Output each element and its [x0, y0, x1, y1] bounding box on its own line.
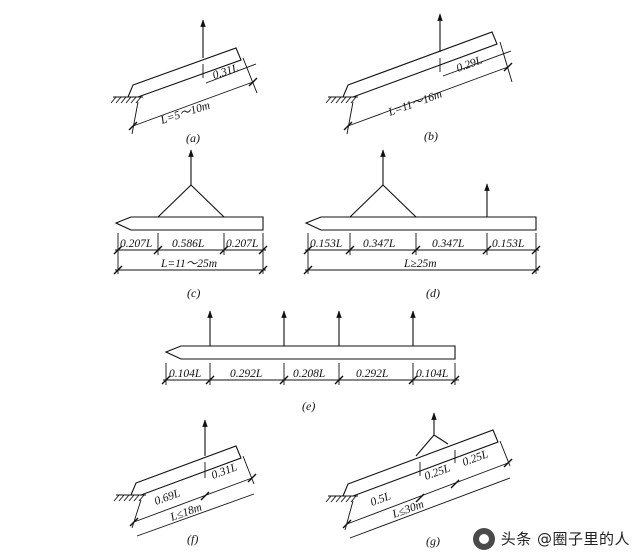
pile-c [114, 216, 264, 231]
watermark-text: 头条 @圈子里的人 [500, 529, 630, 548]
caption-b: (b) [424, 129, 438, 143]
panel-d: 0.153L 0.347L 0.347L 0.153L L≥25m (d) [303, 149, 541, 300]
segment-label-e-5: 0.104L [416, 368, 448, 380]
segment-label-c-2: 0.586L [172, 238, 204, 250]
segment-label-e-4: 0.292L [356, 368, 388, 380]
span-label-b: L=11～16m [386, 88, 444, 119]
segment-label-e-3: 0.208L [293, 368, 325, 380]
panel-a: 0.31L L=5～10m (a) [110, 19, 258, 145]
segment-label-d-4: 0.153L [492, 238, 524, 250]
segment-label-f-1: 0.69L [153, 487, 182, 507]
span-label-g: L≤30m [390, 498, 426, 521]
panel-b: 0.29L L=11～16m (b) [325, 13, 513, 143]
pile-b [342, 31, 498, 98]
watermark: 头条 @圈子里的人 [472, 528, 630, 550]
span-label-d: L≥25m [403, 258, 437, 270]
segment-label-d-3: 0.347L [432, 238, 464, 250]
pile-f [130, 445, 242, 496]
caption-d: (d) [426, 286, 440, 300]
caption-f: (f) [187, 532, 198, 546]
segment-label-d-2: 0.347L [363, 238, 395, 250]
segment-label-c-1: 0.207L [120, 238, 152, 250]
span-label-f: L≤18m [168, 501, 204, 524]
pile-a [127, 47, 242, 98]
panel-c: 0.207L 0.586L 0.207L L=11～25m (c) [113, 149, 268, 300]
toutiao-logo-icon [472, 528, 495, 550]
segment-label-c-3: 0.207L [226, 238, 258, 250]
panel-e: 0.104L 0.292L 0.208L 0.292L 0.104L (e) [161, 310, 460, 413]
caption-e: (e) [302, 399, 315, 413]
segment-label-e-2: 0.292L [230, 368, 262, 380]
segment-label-g-1: 0.5L [369, 490, 393, 508]
segment-label-d-1: 0.153L [310, 238, 342, 250]
segment-label-e-1: 0.104L [169, 368, 201, 380]
pile-e [164, 345, 456, 360]
panel-f: 0.69L 0.31L L≤18m (f) [113, 419, 257, 546]
pile-g [342, 429, 499, 497]
panel-g: 0.5L 0.25L 0.25L L≤30m (g) [325, 412, 513, 548]
caption-c: (c) [187, 286, 200, 300]
pile-d [304, 216, 537, 231]
span-label-c: L=11～25m [160, 258, 217, 270]
caption-g: (g) [426, 534, 440, 548]
span-label-a: L=5～10m [158, 100, 211, 128]
caption-a: (a) [186, 131, 200, 145]
